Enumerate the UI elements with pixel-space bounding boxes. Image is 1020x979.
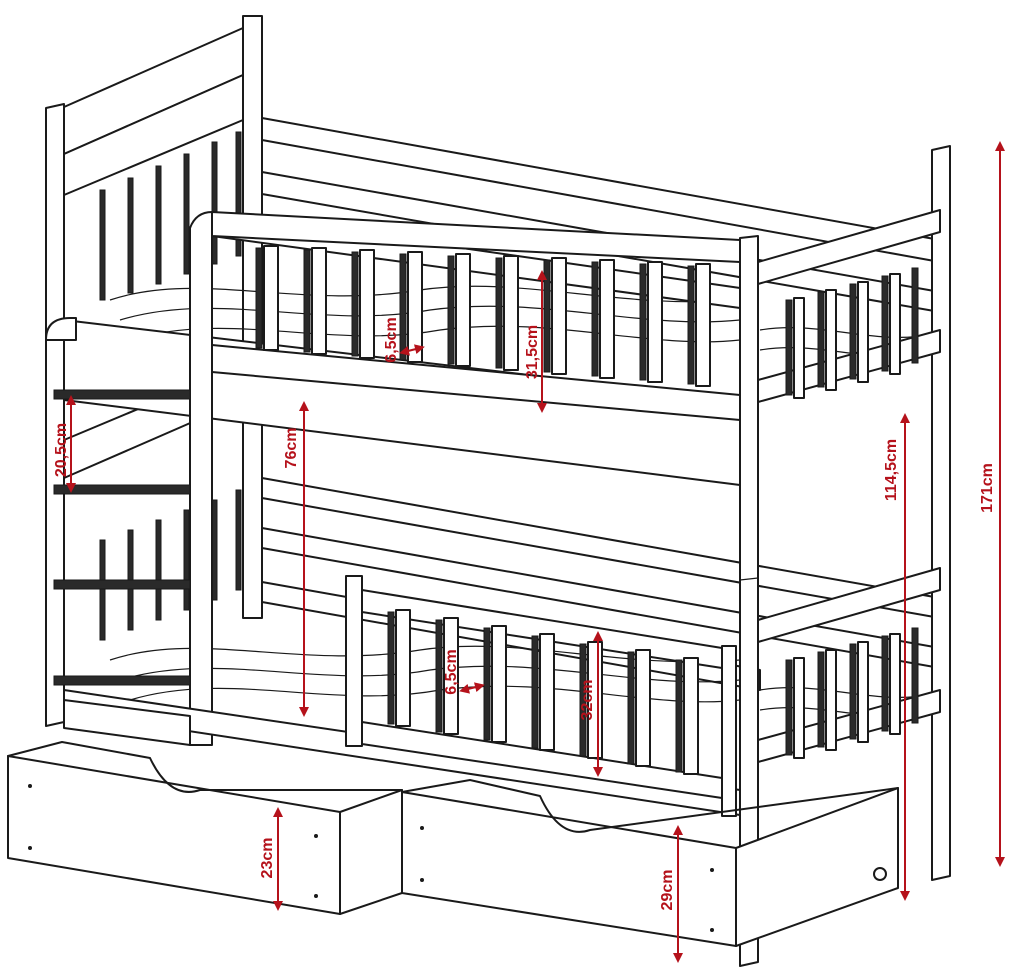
dim-upper-barrier: 31,5cm bbox=[524, 325, 541, 379]
dim-upper-rail-height: 114,5cm bbox=[883, 439, 900, 501]
lower-mattress-hatch bbox=[109, 645, 931, 718]
dim-bed-clearance: 76cm bbox=[283, 428, 300, 469]
dim-upper-slat-gap: 6,5cm bbox=[383, 317, 400, 362]
lower-guard-slats bbox=[387, 609, 699, 775]
dimension-lines bbox=[66, 141, 1005, 963]
dim-lower-barrier: 32cm bbox=[579, 680, 596, 721]
lower-front-frame bbox=[63, 575, 741, 817]
drawer-right bbox=[401, 779, 899, 947]
dim-drawer-left: 23cm bbox=[259, 838, 276, 879]
dim-drawer-right: 29cm bbox=[659, 870, 676, 911]
dim-lower-slat-gap: 6,5cm bbox=[443, 649, 460, 694]
dim-ladder-step: 20,5cm bbox=[53, 423, 70, 477]
ladder bbox=[45, 317, 191, 746]
upper-guard-slats bbox=[255, 245, 711, 387]
drawer-left bbox=[7, 741, 403, 915]
foot-end bbox=[739, 145, 951, 967]
dim-total-height: 171cm bbox=[979, 463, 996, 513]
